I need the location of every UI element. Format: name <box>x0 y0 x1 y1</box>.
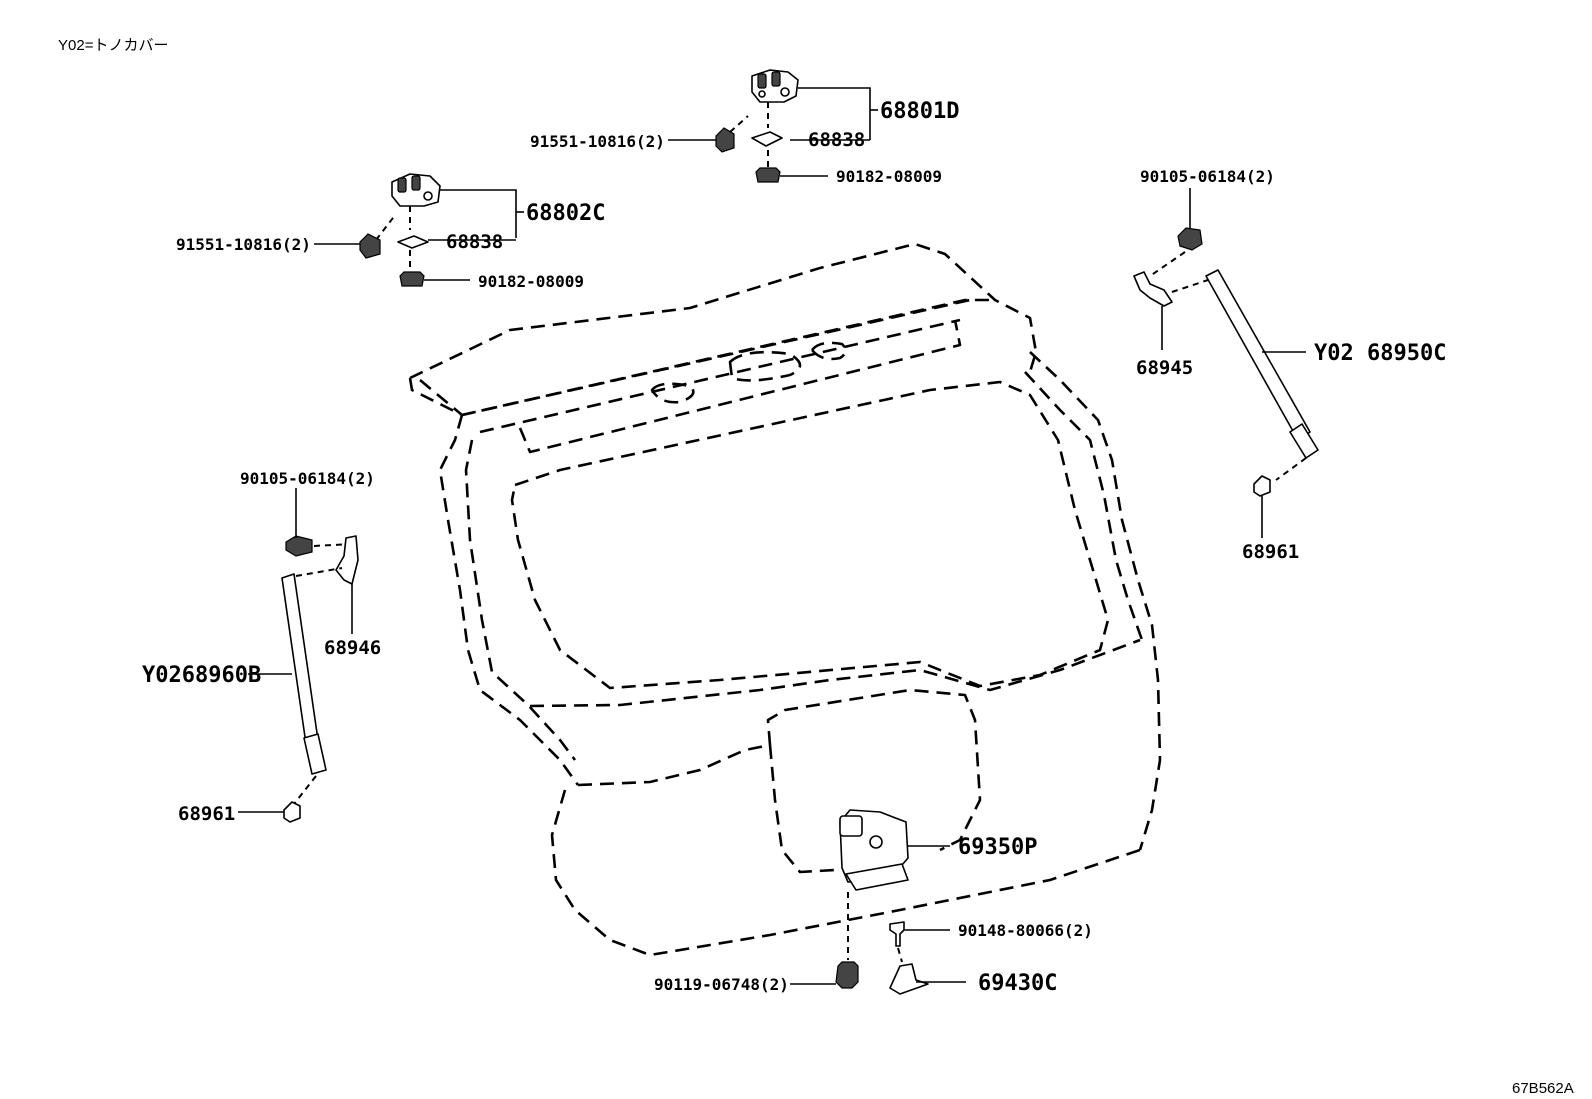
label-right-ball: 68961 <box>1242 541 1299 563</box>
lock-bolt <box>835 961 859 989</box>
bracket-right <box>1133 271 1173 307</box>
stay-right <box>1205 269 1311 441</box>
label-lock: 69350P <box>958 835 1037 860</box>
label-lower-nut: 90182-08009 <box>478 272 584 291</box>
striker <box>889 963 929 995</box>
label-left-bracket: 68946 <box>324 637 381 659</box>
label-left-ball: 68961 <box>178 803 235 825</box>
label-upper-hinge: 68801D <box>880 99 959 124</box>
label-striker: 69430C <box>978 971 1057 996</box>
label-upper-nut: 90182-08009 <box>836 167 942 186</box>
screw <box>889 921 905 947</box>
bolt-upper <box>715 115 749 153</box>
back-door-outline <box>408 242 1162 957</box>
washer-lower <box>397 235 429 249</box>
bolt-lower <box>359 213 397 259</box>
label-upper-washer: 68838 <box>808 129 865 151</box>
label-upper-bolt: 91551-10816(2) <box>530 132 665 151</box>
label-lower-bolt: 91551-10816(2) <box>176 235 311 254</box>
stay-left <box>281 573 319 745</box>
bracket-left <box>335 535 359 585</box>
label-lower-washer: 68838 <box>446 231 503 253</box>
figure-code: 67B562A <box>1512 1080 1574 1097</box>
label-right-bracket: 68945 <box>1136 357 1193 379</box>
label-left-stay: Y0268960B <box>142 663 261 688</box>
label-lock-bolt: 90119-06748(2) <box>654 975 789 994</box>
label-right-bracket-bolt: 90105-06184(2) <box>1140 167 1275 186</box>
washer-upper <box>751 131 783 147</box>
nut-upper <box>755 167 781 183</box>
label-screw: 90148-80066(2) <box>958 921 1093 940</box>
bracket-bolt-left <box>285 535 313 557</box>
label-left-bracket-bolt: 90105-06184(2) <box>240 469 375 488</box>
nut-lower <box>399 271 425 287</box>
label-right-stay: Y02 68950C <box>1314 341 1446 366</box>
lower-hinge <box>391 173 441 207</box>
ball-right <box>1253 475 1271 497</box>
label-lower-hinge: 68802C <box>526 201 605 226</box>
ball-left <box>283 801 301 823</box>
bracket-bolt-right <box>1177 227 1203 251</box>
door-lock <box>839 809 909 891</box>
tonneau-cover-note: Y02=トノカバー <box>58 37 168 54</box>
upper-hinge <box>751 69 799 103</box>
